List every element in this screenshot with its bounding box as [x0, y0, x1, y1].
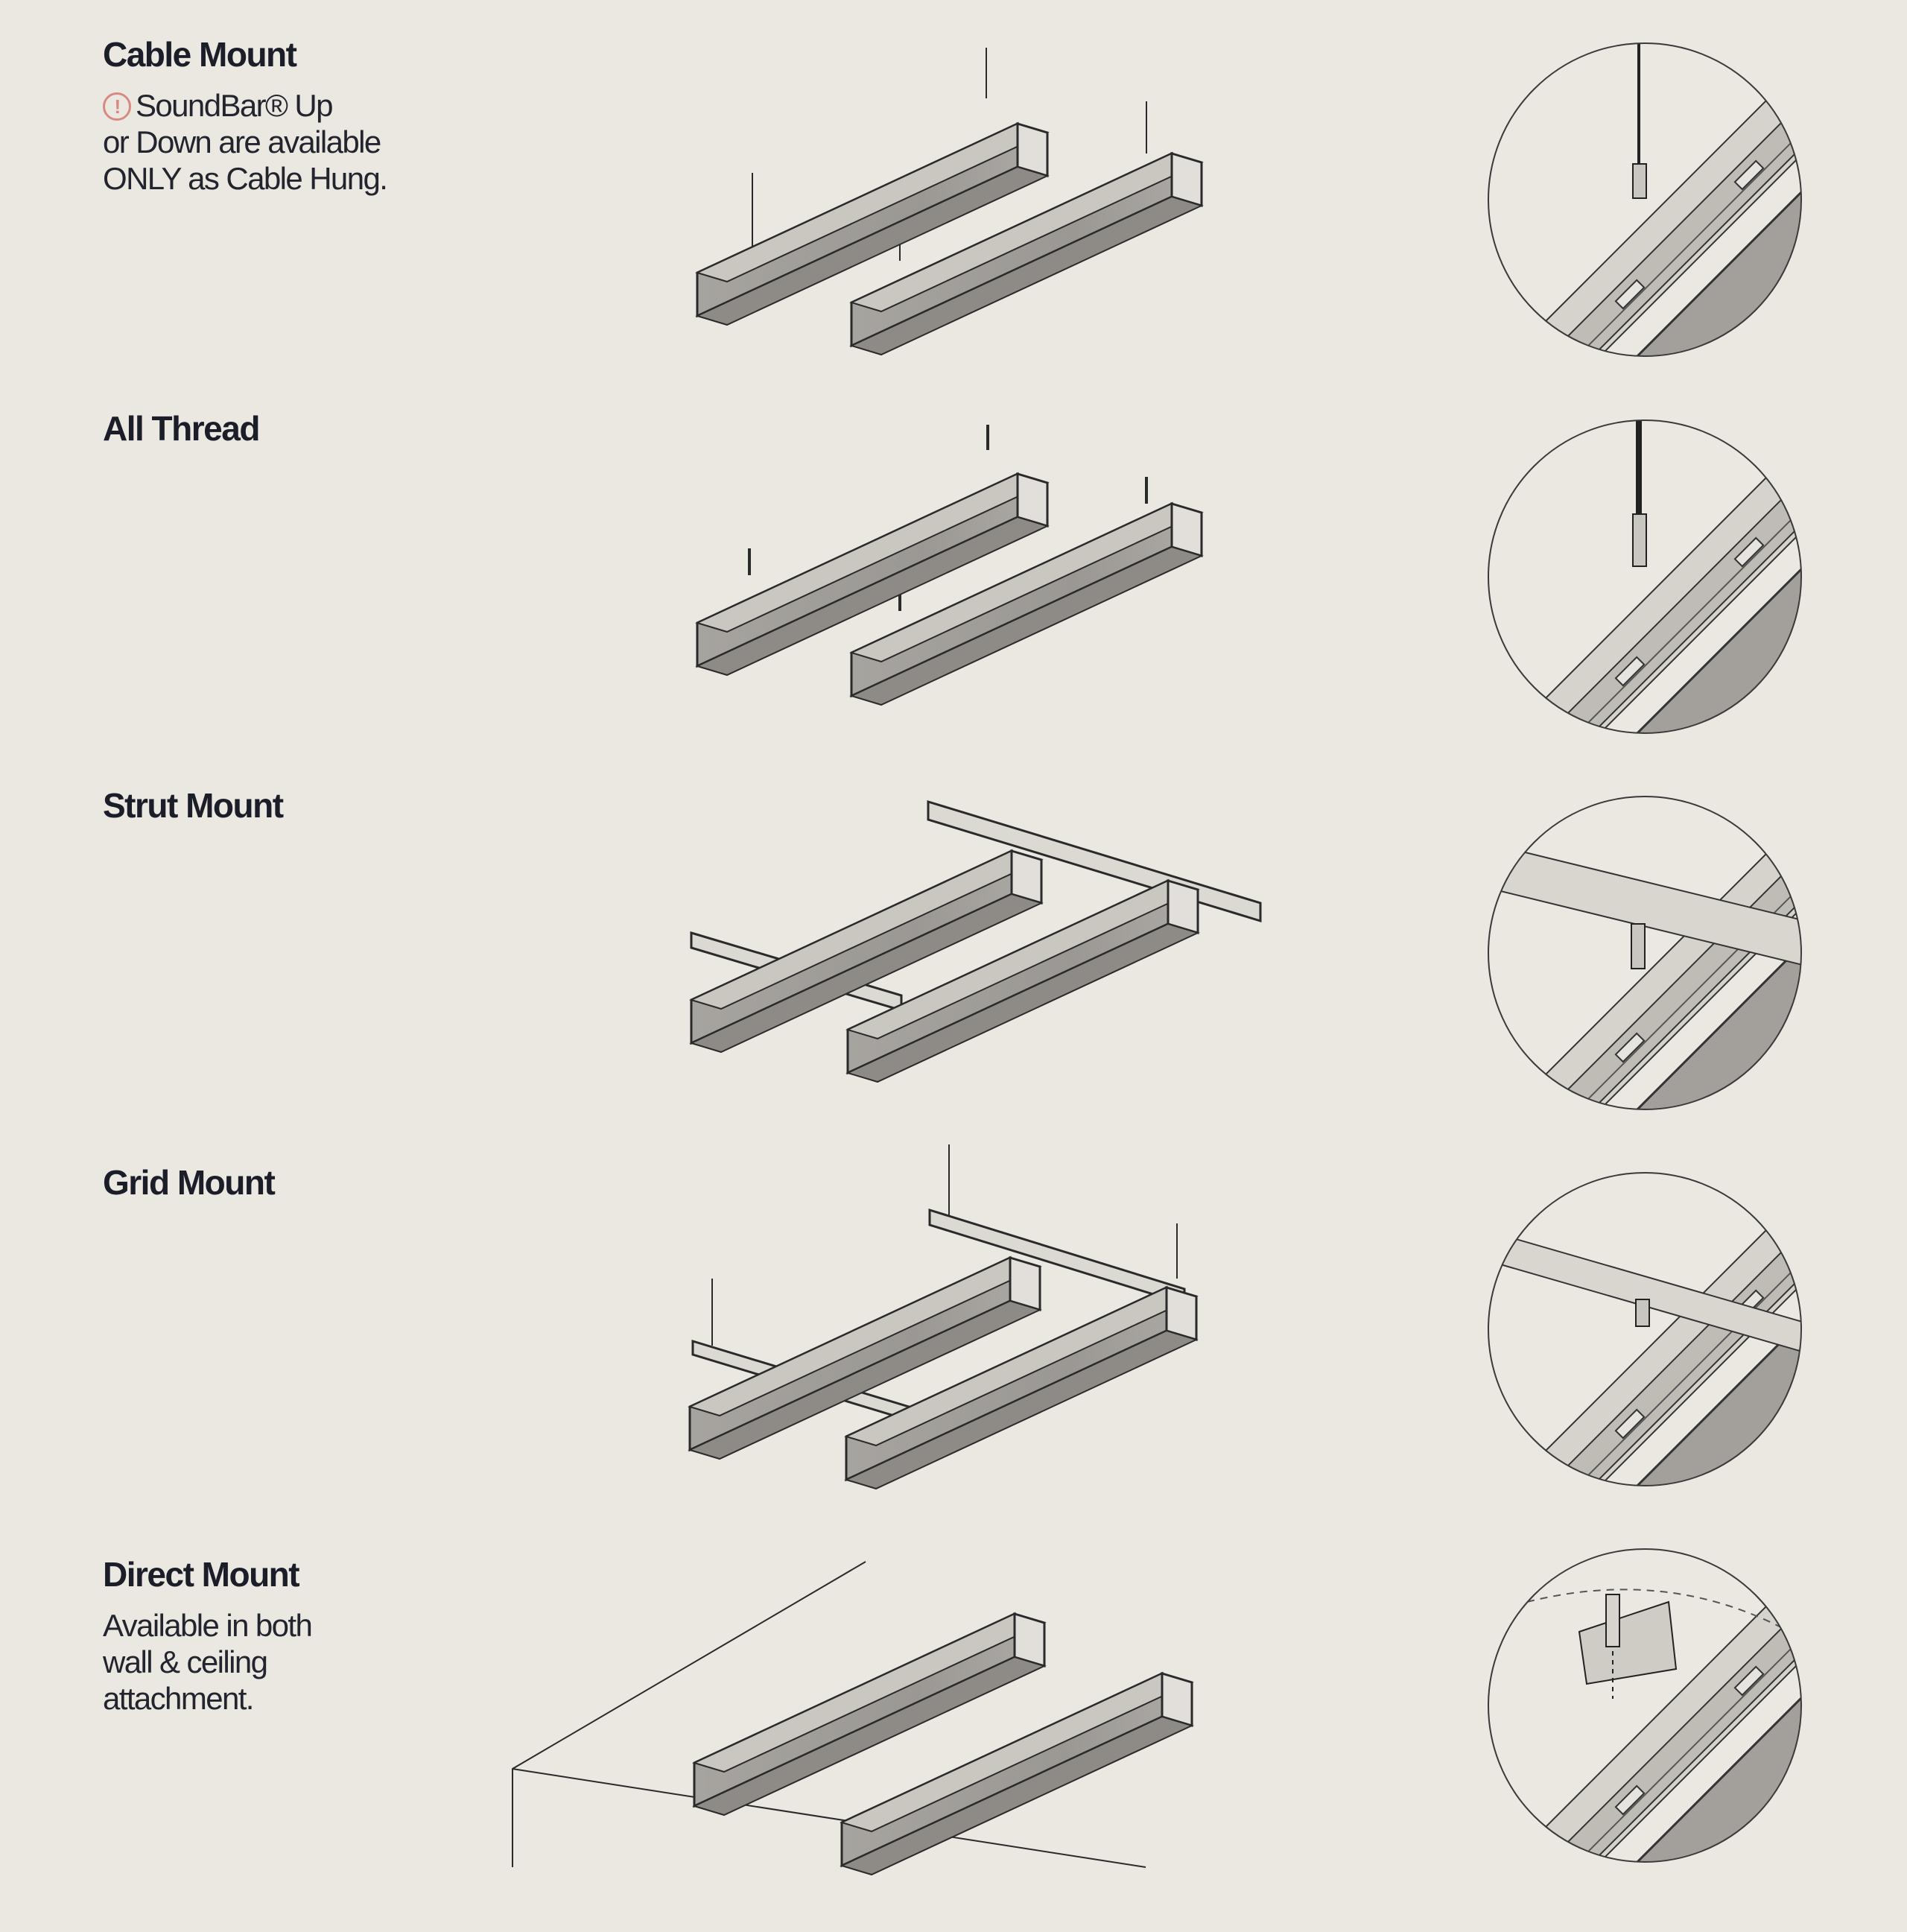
- section-title: All Thread: [103, 409, 260, 448]
- section-note: !SoundBar® Up or Down are available ONLY…: [103, 87, 520, 197]
- note-line: !SoundBar® Up: [103, 87, 520, 124]
- all-thread-illustration: [696, 425, 1203, 706]
- section-title: Cable Mount: [103, 35, 297, 74]
- section-title: Direct Mount: [103, 1555, 300, 1594]
- section-title: Strut Mount: [103, 786, 284, 825]
- section-title: Grid Mount: [103, 1163, 276, 1202]
- label-block: Direct Mount Available in both wall & ce…: [103, 1556, 520, 1717]
- label-block: Strut Mount: [103, 787, 520, 825]
- grid-mount-illustration: [688, 1144, 1198, 1490]
- section-cable-mount: Cable Mount !SoundBar® Up or Down are av…: [0, 0, 1907, 376]
- note-line: Available in both: [103, 1607, 313, 1643]
- cable-mount-detail-circle: [1488, 42, 1802, 357]
- note-line: attachment.: [103, 1680, 254, 1716]
- direct-mount-detail-circle: [1488, 1548, 1802, 1863]
- section-strut-mount: Strut Mount: [0, 787, 1907, 1163]
- note-line: or Down are available: [103, 124, 381, 159]
- strut-mount-detail-circle: [1488, 796, 1802, 1110]
- label-block: All Thread: [103, 410, 520, 448]
- section-direct-mount: Direct Mount Available in both wall & ce…: [0, 1556, 1907, 1932]
- warning-circle-icon: !: [103, 92, 131, 121]
- strut-mount-illustration: [690, 799, 1262, 1083]
- direct-mount-illustration: [512, 1561, 1193, 1876]
- section-all-thread: All Thread: [0, 410, 1907, 786]
- section-grid-mount: Grid Mount: [0, 1164, 1907, 1540]
- all-thread-detail-circle: [1488, 419, 1802, 734]
- label-block: Grid Mount: [103, 1164, 520, 1202]
- note-line: wall & ceiling: [103, 1644, 268, 1679]
- grid-mount-detail-circle: [1488, 1172, 1802, 1486]
- section-note: Available in both wall & ceiling attachm…: [103, 1607, 520, 1717]
- note-line: ONLY as Cable Hung.: [103, 160, 388, 196]
- label-block: Cable Mount !SoundBar® Up or Down are av…: [103, 36, 520, 197]
- cable-mount-illustration: [696, 48, 1203, 356]
